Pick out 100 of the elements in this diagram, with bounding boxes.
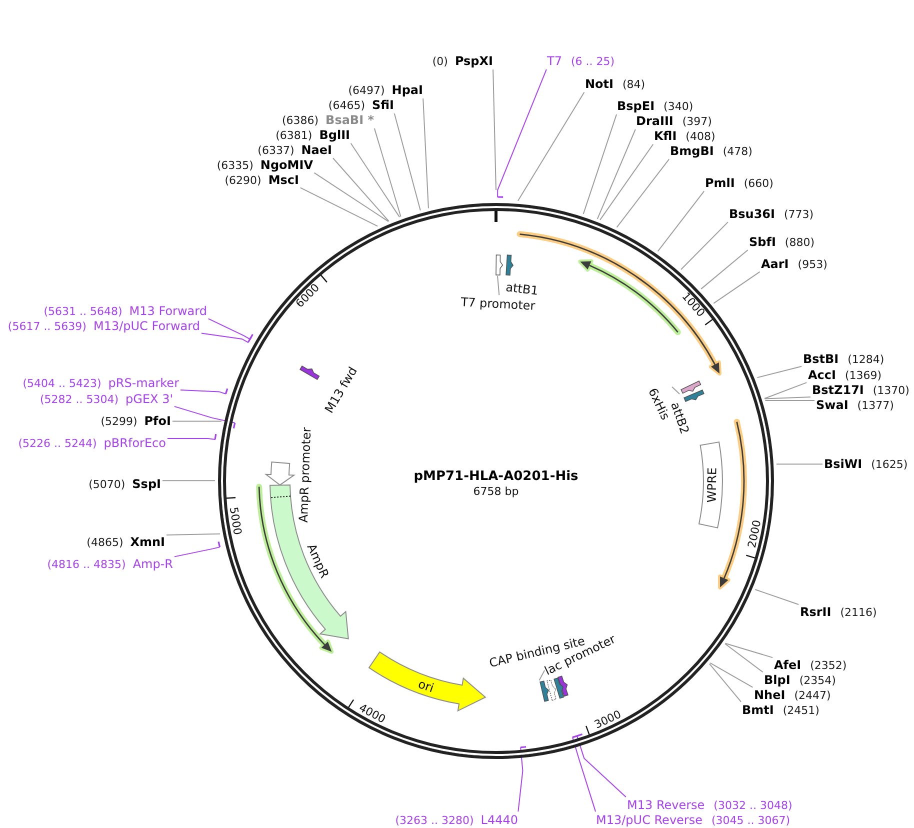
leader-line — [350, 142, 400, 218]
enzyme-name: SwaI — [816, 398, 848, 412]
enzyme-name: BstBI — [803, 352, 839, 366]
leader-line — [708, 663, 742, 702]
primer-name: pRS-marker — [108, 376, 179, 390]
cut-position: (660) — [744, 177, 774, 191]
enzyme-name: BmgBI — [670, 144, 714, 158]
primer-name: Amp-R — [132, 557, 173, 571]
primer-position: (3032 .. 3048) — [714, 799, 792, 813]
enzyme-name: SbfI — [749, 235, 776, 249]
leader-line — [764, 396, 811, 400]
leader-line — [713, 271, 760, 304]
enzyme-name: NheI — [754, 688, 786, 702]
leader-line — [756, 366, 802, 378]
enzyme-name: XmnI — [130, 535, 165, 549]
cut-position: (953) — [798, 258, 828, 272]
leader-line — [576, 733, 626, 798]
cut-position: (2447) — [794, 689, 831, 703]
leader-line — [208, 318, 254, 340]
enzyme-name: BstZ17I — [812, 383, 864, 397]
feature-label: WPRE — [705, 467, 720, 502]
leader-line — [394, 112, 421, 211]
feature-marker-icon — [680, 380, 702, 394]
cut-position: (6381) — [276, 129, 312, 143]
enzyme-name: AccI — [808, 368, 836, 382]
leader-line — [300, 187, 378, 227]
leader-line — [600, 144, 654, 220]
enzyme-name: DraIII — [636, 114, 674, 128]
leader-line — [680, 222, 728, 270]
leader-line — [180, 388, 228, 395]
cut-position: (2352) — [810, 659, 847, 673]
enzyme-name: BglII — [319, 128, 350, 142]
cut-position: (397) — [682, 115, 712, 129]
enzyme-name: SfiI — [372, 98, 394, 112]
feature-label: AmpR promoter — [296, 427, 314, 523]
leader-line — [332, 158, 390, 222]
enzyme-name: NaeI — [301, 143, 332, 157]
cut-position: (1284) — [848, 353, 884, 367]
leader-line — [596, 128, 636, 220]
leader-line — [582, 114, 618, 214]
leader-line — [174, 540, 221, 558]
leader-line — [496, 68, 547, 198]
enzyme-name: NgoMIV — [260, 158, 313, 172]
primer-name: T7 — [547, 54, 562, 68]
enzyme-name: BspEI — [617, 99, 655, 113]
enzyme-name: HpaI — [392, 83, 423, 97]
cut-position: (2116) — [840, 606, 877, 620]
primer-name: pGEX 3' — [126, 392, 173, 406]
scale-label: 4000 — [356, 702, 387, 726]
primer-name: M13/pUC Reverse — [596, 813, 702, 827]
primer-position: (4816 .. 4835) — [47, 558, 126, 572]
leader-line — [538, 670, 546, 681]
enzyme-name: Bsu36I — [729, 207, 775, 221]
cut-position: (6335) — [216, 159, 254, 173]
leader-line — [672, 386, 680, 394]
enzyme-name: PmlI — [705, 176, 735, 190]
primer-name: pBRforEco — [104, 436, 166, 450]
plasmid-size: 6758 bp — [473, 485, 519, 499]
leader-line — [374, 128, 402, 218]
enzyme-name: BsaBI * — [326, 113, 374, 127]
enzyme-name: PspXI — [454, 54, 493, 68]
leader-line — [517, 92, 585, 202]
primer-position: (5617 .. 5639) — [8, 320, 86, 334]
cut-position: (5299) — [100, 415, 138, 429]
primer-name: L4440 — [480, 813, 518, 827]
cut-position: (6386) — [282, 114, 319, 128]
cut-position: (1370) — [872, 384, 910, 398]
leader-line — [724, 643, 764, 673]
primer-position: (6 .. 25) — [570, 55, 615, 69]
primer-name: M13 Reverse — [627, 798, 705, 812]
cut-position: (478) — [722, 145, 752, 159]
feature-marker-icon — [494, 254, 504, 276]
leader-line — [710, 662, 754, 688]
feature-label: T7 promoter — [460, 295, 536, 313]
enzyme-name: KflI — [654, 129, 677, 143]
cut-position: (6465) — [328, 99, 365, 113]
cut-position: (880) — [784, 236, 815, 250]
leader-line — [518, 746, 527, 812]
enzyme-name: BmtI — [742, 703, 774, 717]
cut-position: (773) — [784, 208, 814, 222]
leader-line — [200, 332, 252, 344]
feature-label: ori — [416, 676, 436, 695]
cut-position: (6497) — [348, 84, 385, 98]
cut-position: (4865) — [86, 536, 124, 550]
leader-line — [172, 420, 222, 422]
leader-line — [764, 382, 808, 400]
leader-line — [657, 190, 705, 252]
leader-line — [724, 642, 774, 658]
leader-line — [492, 69, 496, 190]
cut-position: (408) — [686, 130, 716, 144]
feature-label: attB1 — [504, 280, 540, 298]
feature-marker-icon — [539, 680, 550, 703]
plasmid-name: pMP71-HLA-A0201-His — [414, 469, 578, 485]
enzyme-name: SspI — [132, 477, 161, 491]
cut-position: (84) — [622, 78, 646, 92]
enzyme-name: RsrII — [800, 605, 832, 619]
leader-line — [572, 734, 596, 812]
cut-position: (2354) — [799, 674, 836, 688]
leader-line — [616, 158, 670, 228]
cut-position: (2451) — [782, 704, 820, 718]
